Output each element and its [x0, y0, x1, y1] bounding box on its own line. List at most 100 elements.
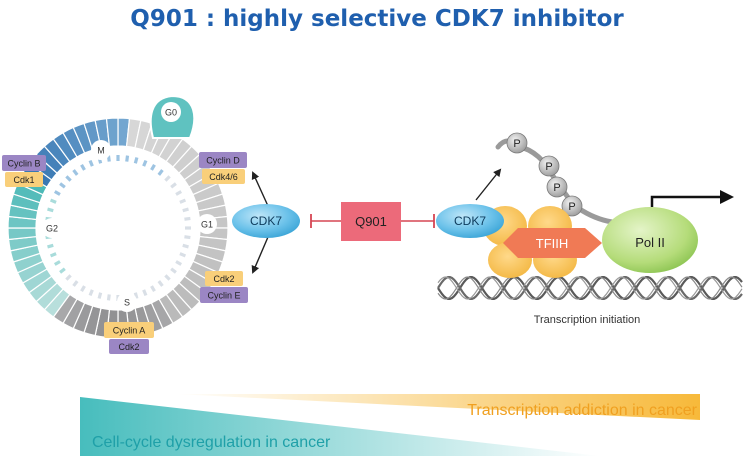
cdk2-bottom-tag: Cdk2: [109, 339, 149, 354]
arrow-to-ctd: [475, 168, 502, 201]
inner-ring-tick: [184, 216, 191, 221]
inner-ring-tick: [88, 289, 94, 297]
phospho-1: P: [506, 132, 528, 154]
cell-cycle-segments: [7, 117, 229, 339]
cell-cycle-dysregulation-label: Cell-cycle dysregulation in cancer: [92, 434, 331, 451]
inner-ring-tick: [175, 190, 183, 196]
inner-ring-tick: [142, 159, 148, 167]
transcription-start-arrow: [650, 195, 722, 207]
phase-label-m: M: [97, 146, 105, 156]
inner-ring-tick: [53, 260, 61, 266]
cyclin-d-tag: Cyclin D: [199, 152, 247, 168]
inner-ring-tick: [47, 243, 54, 249]
inner-ring-tick: [80, 285, 86, 293]
cdk2-right-tag: Cdk2: [205, 271, 243, 286]
dna-strand: [437, 276, 743, 300]
cyclin-e-tag: Cyclin E: [200, 287, 248, 303]
transcription-addiction-label: Transcription addiction in cancer: [467, 402, 697, 419]
inner-ring-tick: [185, 226, 191, 230]
inner-ring-tick: [97, 292, 103, 299]
phospho-4: P: [561, 195, 583, 217]
arrow-to-cyclin-e: [251, 236, 269, 274]
inner-ring-tick: [47, 207, 54, 213]
inner-ring-tick: [150, 285, 156, 293]
cell-cycle-wheel: G0 M G1 G2 S: [7, 94, 229, 339]
inner-ring-tick: [72, 169, 79, 176]
inner-ring-tick: [179, 198, 187, 204]
inner-ring-tick: [53, 190, 61, 196]
dna-strand: [437, 276, 743, 300]
g1-label-circle: [197, 214, 217, 234]
cdk46-tag: Cdk4/6: [202, 169, 245, 184]
q901-box: Q901: [341, 202, 401, 241]
g0-label-circle: [161, 102, 181, 122]
inner-ring-tick: [150, 163, 156, 171]
cdk7-left-label: CDK7: [250, 214, 282, 228]
cdk1-tag: Cdk1: [5, 172, 43, 187]
cdk2-right-label: Cdk2: [213, 274, 234, 284]
transcription-caption: Transcription initiation: [534, 314, 641, 326]
transcription-start-arrowhead: [720, 190, 734, 204]
cyclin-a-tag: Cyclin A: [104, 322, 154, 338]
inner-ring-tick: [106, 294, 111, 301]
cyclin-e-label: Cyclin E: [207, 291, 240, 301]
wheel-center: [38, 148, 198, 308]
pol2-label: Pol II: [635, 235, 665, 250]
phase-label-g0: G0: [165, 108, 177, 118]
cdk1-label: Cdk1: [13, 175, 34, 185]
inner-ring-tick: [179, 252, 187, 258]
inner-ring-tick: [88, 159, 94, 167]
inner-ring-tick: [116, 155, 120, 161]
inner-ring-tick: [59, 182, 66, 189]
cyclin-d-label: Cyclin D: [206, 156, 240, 166]
pol2-blob: Pol II: [602, 207, 698, 273]
s-label-circle: [117, 292, 137, 312]
inner-ring-tick: [170, 182, 177, 189]
arrow-to-cyclin-d: [251, 171, 269, 207]
inner-ring-tick: [133, 157, 139, 164]
inner-ring-tick: [49, 252, 57, 258]
inner-ring-tick: [59, 267, 66, 274]
inner-ring-tick: [72, 280, 79, 287]
cdk7-right-label: CDK7: [454, 214, 486, 228]
page-title: Q901 : highly selective CDK7 inhibitor: [130, 6, 624, 32]
phospho-3-label: P: [553, 182, 560, 194]
cyclin-a-label: Cyclin A: [113, 326, 146, 336]
cdk2-bottom-label: Cdk2: [118, 342, 139, 352]
inner-ring-tick: [80, 163, 86, 171]
inner-ring-tick: [142, 289, 148, 297]
cyclin-b-label: Cyclin B: [7, 159, 40, 169]
cdk7-left-ellipse: CDK7: [232, 204, 300, 238]
inner-ring-tick: [164, 274, 171, 281]
inner-ring-tick: [157, 280, 164, 287]
inner-ring-tick: [184, 235, 191, 240]
transcription-addiction-wedge: [175, 394, 700, 420]
phospho-4-label: P: [568, 201, 575, 213]
phospho-2-label: P: [545, 161, 552, 173]
phase-label-g2: G2: [46, 224, 58, 234]
tfiih-hexagon: TFIIH: [503, 228, 602, 258]
inner-ring-tick: [157, 169, 164, 176]
cell-cycle-dysregulation-wedge: [80, 397, 600, 456]
phospho-3: P: [546, 176, 568, 198]
inner-ring-tick: [65, 175, 72, 182]
inner-ring-tick: [49, 198, 57, 204]
inner-ring-tick: [164, 175, 171, 182]
cdk46-label: Cdk4/6: [209, 172, 238, 182]
tfiih-label: TFIIH: [536, 236, 569, 251]
inner-progress-ring: [45, 155, 191, 301]
inner-ring-tick: [125, 155, 130, 162]
phase-label-g1: G1: [201, 220, 213, 230]
phospho-2: P: [538, 155, 560, 177]
inner-ring-tick: [175, 260, 183, 266]
inner-ring-tick: [65, 274, 72, 281]
inner-ring-tick: [170, 267, 177, 274]
dna-helix: [437, 276, 743, 300]
m-label-circle: [91, 140, 111, 160]
cyclin-b-tag: Cyclin B: [2, 155, 46, 171]
g2-label-circle: [42, 218, 62, 238]
phase-label-s: S: [124, 298, 130, 308]
inner-ring-tick: [182, 243, 189, 249]
q901-label: Q901: [355, 214, 387, 229]
